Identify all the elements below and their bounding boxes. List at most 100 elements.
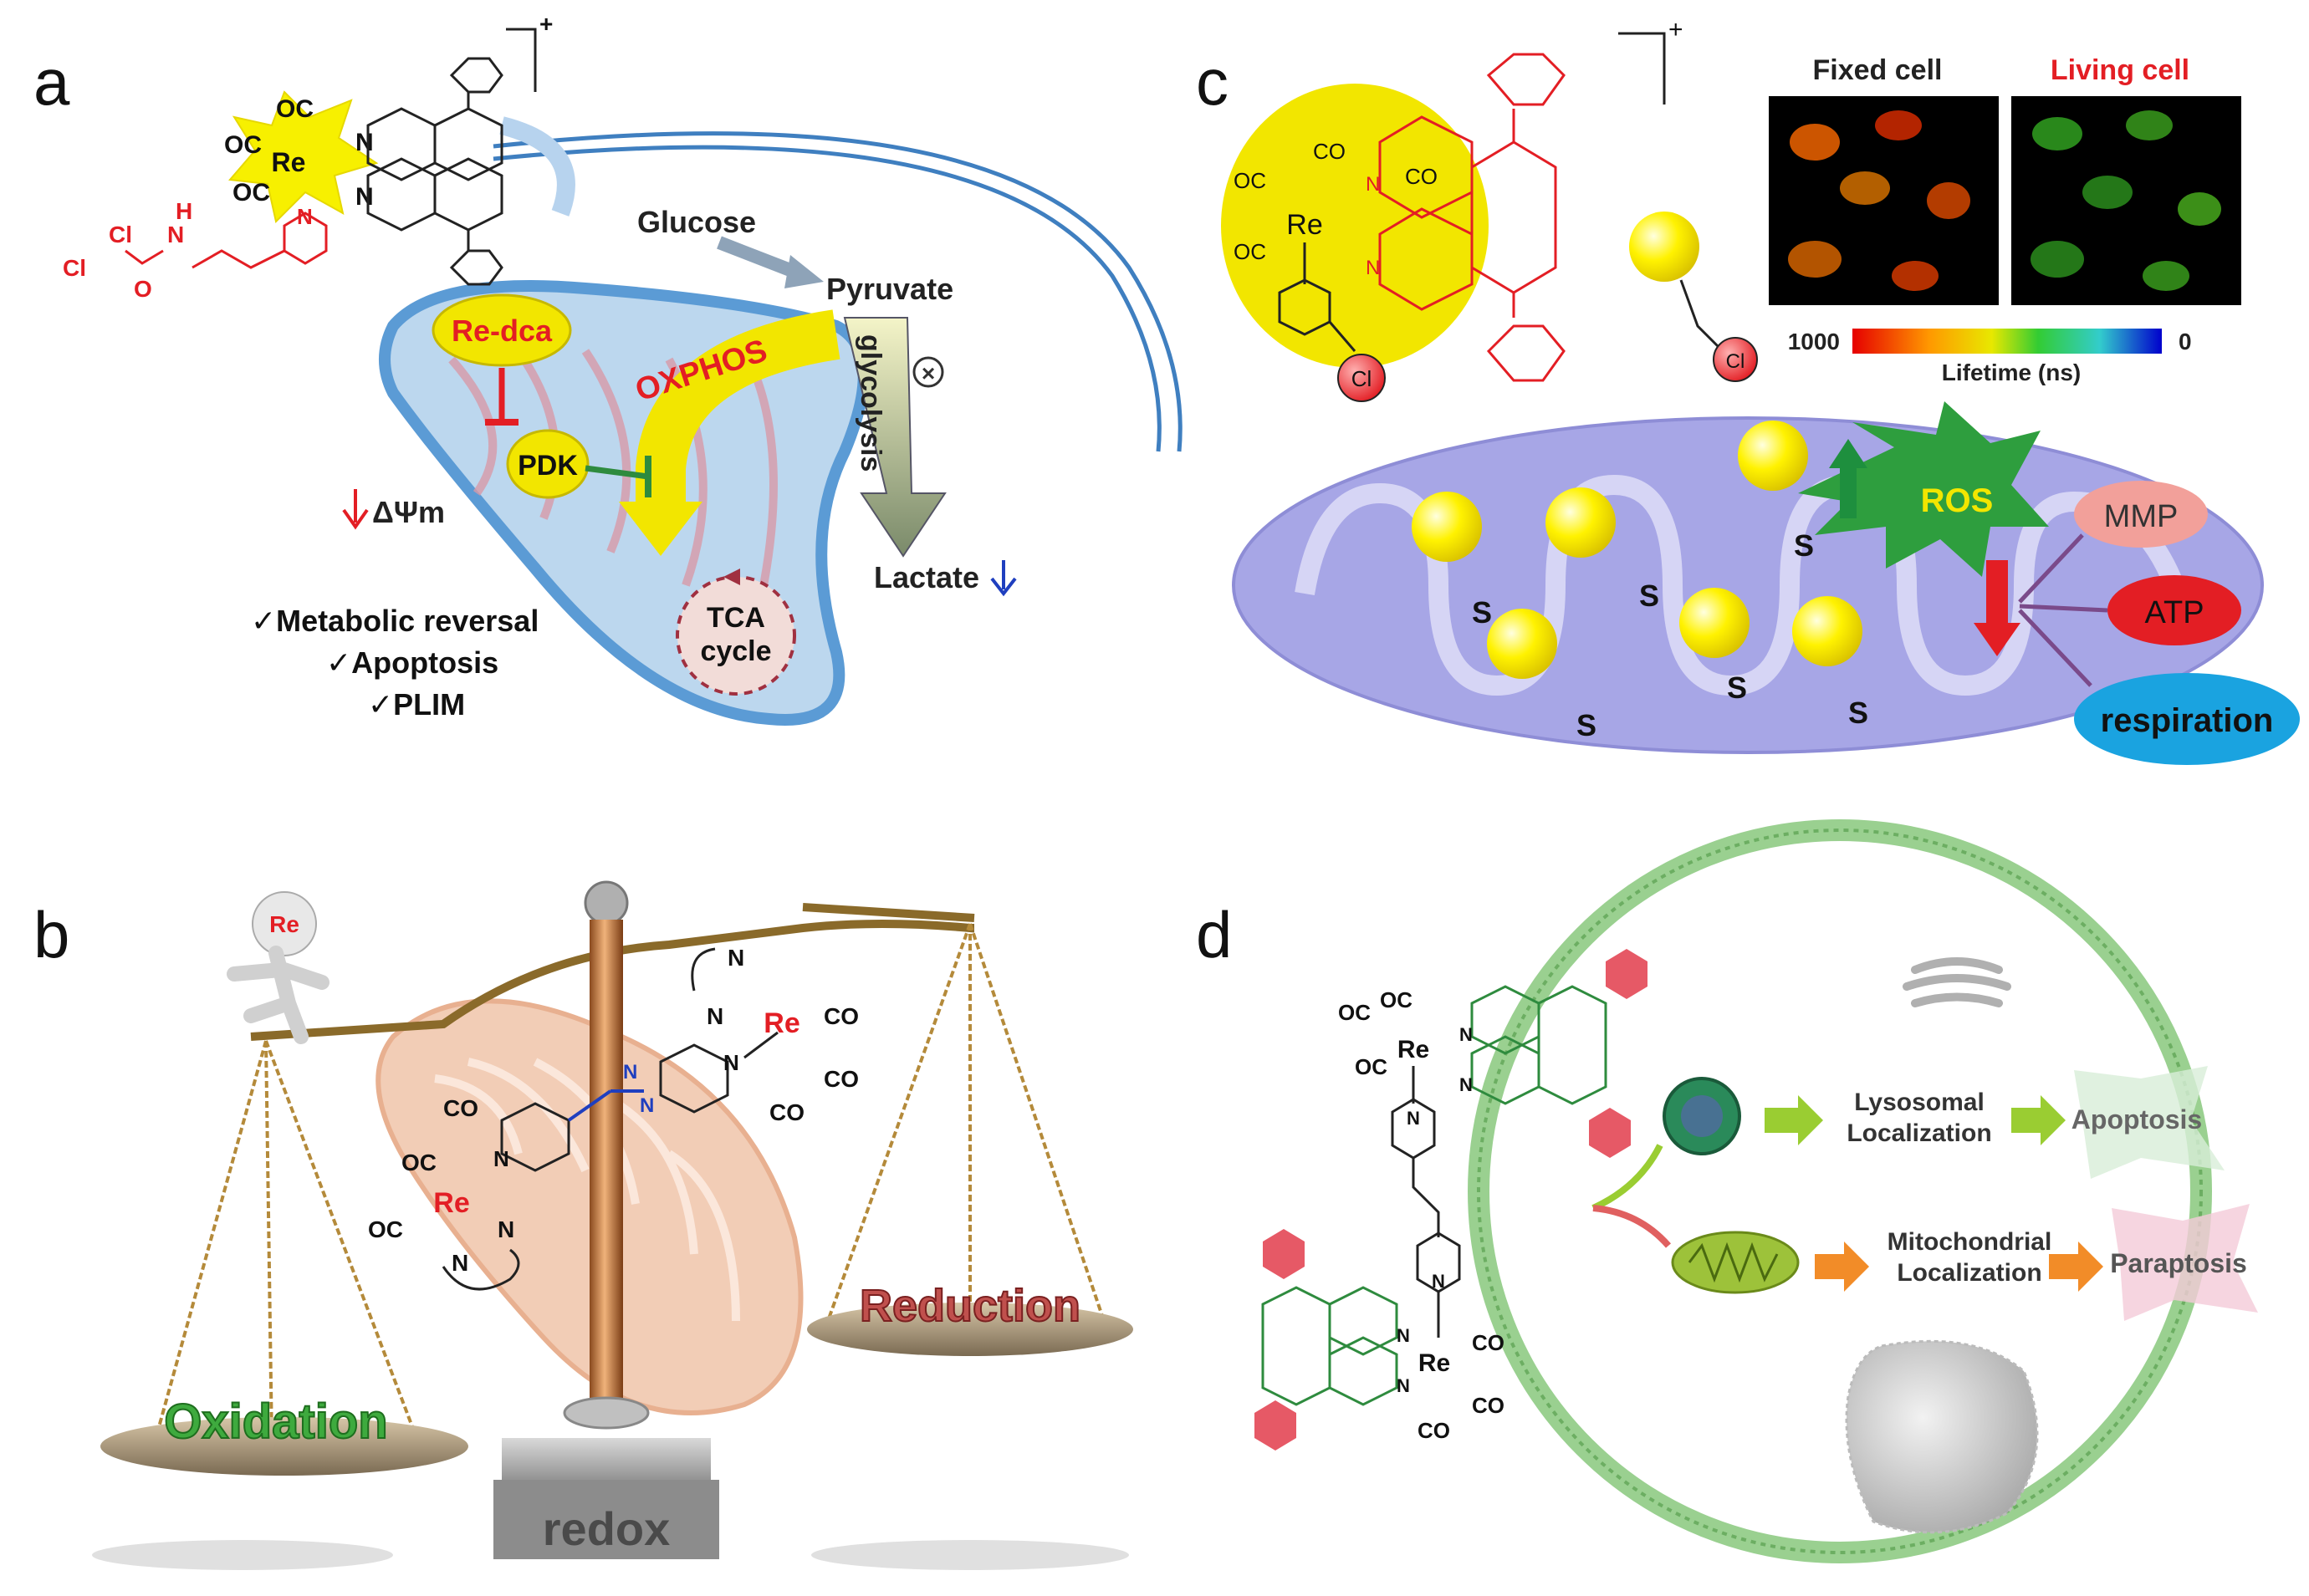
lifetime-colorbar (1852, 329, 2162, 354)
uptake-arrow (499, 116, 575, 217)
svg-text:OC: OC (232, 179, 270, 207)
panel-label-a: a (33, 45, 70, 119)
pyruvate-label: Pyruvate (826, 272, 953, 306)
redox-label: redox (543, 1502, 671, 1555)
svg-text:Re: Re (269, 911, 299, 937)
balance-base-top (502, 1438, 711, 1484)
balance-pole (590, 920, 623, 1405)
svg-text:N: N (355, 183, 374, 211)
fixed-cell-label: Fixed cell (1813, 54, 1943, 86)
probe-ball-c (1629, 212, 1699, 282)
arrow-lyso-2 (2011, 1095, 2066, 1145)
svg-text:N: N (1397, 1325, 1410, 1346)
svg-text:CO: CO (1472, 1330, 1504, 1355)
ros-up-arrow (1840, 464, 1857, 518)
svg-text:S: S (1472, 595, 1492, 630)
svg-text:N: N (452, 1250, 468, 1276)
arrow-lyso-1 (1765, 1095, 1823, 1145)
runner-figure: Re (227, 891, 329, 1044)
arrow-mito-1 (1815, 1242, 1869, 1292)
inhibit-symbol (912, 356, 944, 388)
svg-text:CO: CO (443, 1095, 478, 1121)
left-pan (100, 1417, 468, 1476)
nucleus (1845, 1339, 2039, 1534)
svg-text:Cl: Cl (1726, 350, 1745, 373)
respiration-node (2074, 673, 2300, 765)
svg-text:CO: CO (1313, 139, 1346, 164)
svg-text:Re: Re (764, 1007, 799, 1039)
svg-text:+: + (539, 11, 553, 37)
mitochondrion-d (1671, 1231, 1800, 1294)
svg-text:OC: OC (368, 1216, 403, 1242)
svg-text:N: N (1459, 1074, 1473, 1095)
apoptosis-label: Apoptosis (2071, 1104, 2202, 1135)
svg-text:N: N (355, 129, 374, 156)
svg-text:CO: CO (824, 1066, 859, 1092)
paraptosis-burst (2112, 1204, 2258, 1321)
svg-text:N: N (640, 1094, 654, 1117)
mmp-label: MMP (2104, 499, 2179, 534)
delta-psi-label: ΔΨm (372, 495, 445, 529)
svg-text:+: + (1668, 16, 1683, 43)
living-cell-label: Living cell (2051, 54, 2189, 86)
pdk-label: PDK (518, 450, 578, 482)
svg-text:OC: OC (1380, 987, 1412, 1012)
svg-text:Re: Re (1286, 209, 1322, 241)
ros-label: ROS (1921, 482, 1994, 519)
paraptosis-label: Paraptosis (2110, 1248, 2247, 1278)
lysosomal-label-2: Localization (1847, 1119, 1991, 1147)
svg-text:OC: OC (1234, 239, 1266, 264)
svg-text:O: O (134, 276, 152, 302)
glycolysis-arrow (843, 317, 947, 558)
svg-text:N: N (1432, 1271, 1445, 1292)
panel-label-b: b (33, 898, 69, 971)
svg-text:N: N (167, 222, 184, 247)
panel-a: a Glucose Pyruvate glycolysis × OXPHOS R… (33, 11, 1183, 726)
svg-text:N: N (623, 1061, 637, 1084)
svg-text:Cl: Cl (109, 222, 132, 247)
golgi (1903, 957, 2011, 1007)
right-pan (807, 1303, 1133, 1356)
glucose-arrow (717, 236, 797, 278)
svg-text:OC: OC (1338, 1000, 1371, 1025)
svg-text:CO: CO (824, 1003, 859, 1029)
svg-text:CO: CO (1472, 1393, 1504, 1418)
mmp-node (2074, 481, 2208, 548)
svg-text:OC: OC (276, 95, 314, 123)
scale-min: 0 (2179, 329, 2192, 354)
svg-text:N: N (493, 1146, 509, 1171)
oxphos-arrow (636, 309, 840, 510)
svg-text:N: N (728, 945, 744, 971)
outcome-3: ✓PLIM (368, 687, 465, 722)
lactate-label: Lactate (874, 560, 979, 594)
glycolysis-label: glycolysis (855, 334, 886, 472)
svg-text:N: N (723, 1050, 739, 1075)
svg-text:OC: OC (224, 131, 262, 159)
svg-text:S: S (1639, 579, 1659, 613)
svg-text:N: N (498, 1216, 514, 1242)
panel-b: b Oxidation Reduction redox (33, 880, 1133, 1570)
svg-text:S: S (1794, 528, 1814, 563)
panel-d: d Lysosomal Localization Apoptosis Mitoc… (1196, 819, 2258, 1563)
svg-text:Re: Re (272, 147, 306, 177)
svg-text:Re: Re (1418, 1349, 1450, 1377)
svg-text:N: N (1366, 173, 1380, 196)
re-complex-b: Re OC OC CO N N N N N N Re CO CO CO N N (368, 945, 859, 1291)
oxidation-label: Oxidation (164, 1395, 387, 1449)
cycle-label: cycle (700, 635, 771, 667)
svg-text:N: N (1407, 1108, 1420, 1129)
mito-label-1: Mitochondrial (1888, 1228, 2052, 1256)
svg-text:N: N (1459, 1024, 1473, 1045)
outcome-2: ✓Apoptosis (326, 645, 498, 680)
re-dca-node (432, 293, 572, 367)
svg-text:S: S (1727, 671, 1747, 705)
svg-text:Re: Re (433, 1187, 469, 1219)
svg-text:Re: Re (1397, 1036, 1429, 1063)
thiol-probes: S S S S S S (1412, 421, 1868, 742)
balance-beam (250, 920, 974, 1041)
balance-base (493, 1480, 719, 1559)
cell-membrane-outer (493, 131, 1183, 452)
lysosomal-label-1: Lysosomal (1854, 1089, 1985, 1116)
re-dca-label: Re-dca (452, 314, 553, 348)
